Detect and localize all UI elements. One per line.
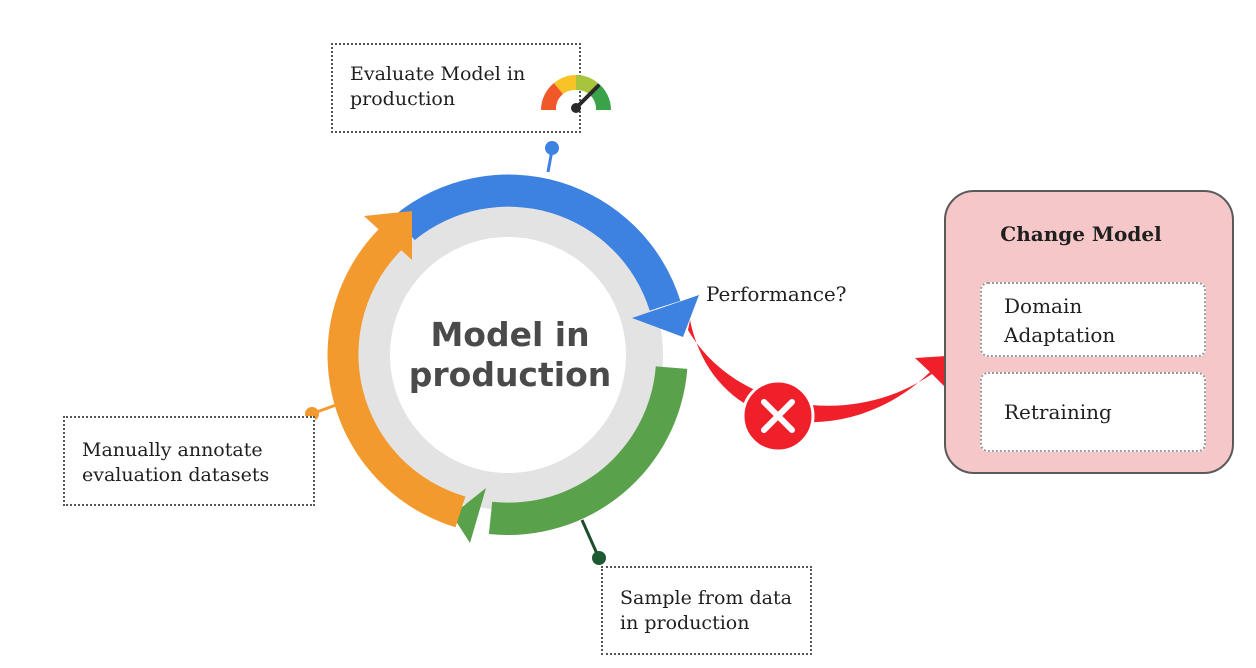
red-flow-arrow xyxy=(688,320,962,423)
sample-dot xyxy=(592,551,606,565)
orange-arc xyxy=(327,226,466,528)
center-label: Model in production xyxy=(408,315,612,394)
green-arc xyxy=(488,366,688,535)
performance-label: Performance? xyxy=(706,282,847,306)
annotate-step-box: Manually annotate evaluation datasets xyxy=(63,416,315,506)
evaluate-dot xyxy=(545,141,559,155)
blue-arc xyxy=(394,174,681,311)
option-label: Retraining xyxy=(1004,400,1112,424)
sample-connector xyxy=(580,519,600,557)
sample-step-box: Sample from data in production xyxy=(601,566,812,655)
evaluate-step-box: Evaluate Model in production xyxy=(331,43,611,133)
speedometer-icon xyxy=(541,75,611,113)
green-arrowhead xyxy=(452,488,486,543)
evaluate-step-label: Evaluate Model in production xyxy=(350,63,526,110)
annotate-step-label: Manually annotate evaluation datasets xyxy=(82,439,270,486)
option-retraining: Retraining xyxy=(980,372,1206,452)
sample-step-label: Sample from data in production xyxy=(620,587,792,634)
connectors xyxy=(305,141,606,565)
blue-arrowhead xyxy=(632,295,699,337)
change-model-panel: Change Model Domain Adaptation Retrainin… xyxy=(944,190,1234,474)
orange-arrowhead xyxy=(364,211,412,260)
option-label: Domain Adaptation xyxy=(1004,294,1116,347)
option-domain-adaptation: Domain Adaptation xyxy=(980,282,1206,357)
inner-disc xyxy=(390,237,626,473)
change-model-title: Change Model xyxy=(1000,222,1162,246)
x-mark xyxy=(761,399,795,433)
